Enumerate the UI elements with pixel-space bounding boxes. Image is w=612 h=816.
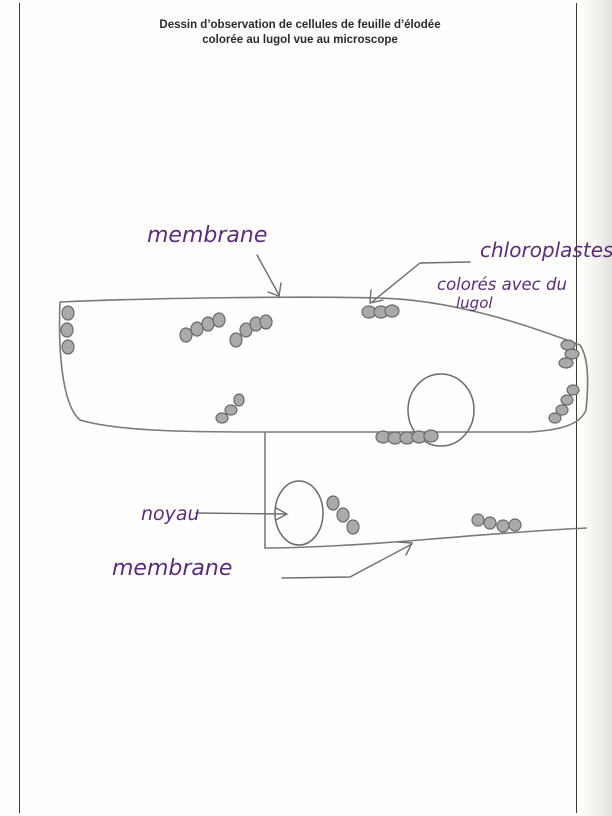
chloroplast-group-upper-mid bbox=[180, 313, 272, 347]
noyau-arrow bbox=[196, 513, 286, 514]
annotation-arrows bbox=[196, 255, 470, 578]
chloroplast-group-top-edge bbox=[362, 305, 399, 318]
label-chloroplastes-line-1: chloroplastes bbox=[480, 238, 612, 262]
membrane-bottom-arrow bbox=[282, 544, 412, 578]
chloroplast-group-lower-right bbox=[472, 514, 521, 532]
lower-cell-outline bbox=[265, 432, 587, 548]
chloroplast-group-right-edge bbox=[549, 340, 579, 423]
upper-cell-outline bbox=[60, 297, 588, 432]
chloroplast-group-bottom-edge bbox=[376, 430, 438, 444]
label-chloroplastes-line-3: lugol bbox=[456, 294, 493, 312]
chloroplast-group-near-noyau bbox=[327, 496, 359, 534]
label-noyau: noyau bbox=[141, 503, 200, 525]
membrane-top-arrow bbox=[257, 255, 279, 295]
label-membrane-top: membrane bbox=[147, 223, 267, 248]
lower-nucleus bbox=[275, 481, 323, 545]
chloroplast-group-lower-left bbox=[216, 394, 244, 423]
chloroplast-group-left-edge bbox=[61, 306, 74, 354]
label-chloroplastes-line-2: colorés avec du bbox=[437, 275, 567, 294]
label-membrane-bottom: membrane bbox=[112, 556, 232, 581]
